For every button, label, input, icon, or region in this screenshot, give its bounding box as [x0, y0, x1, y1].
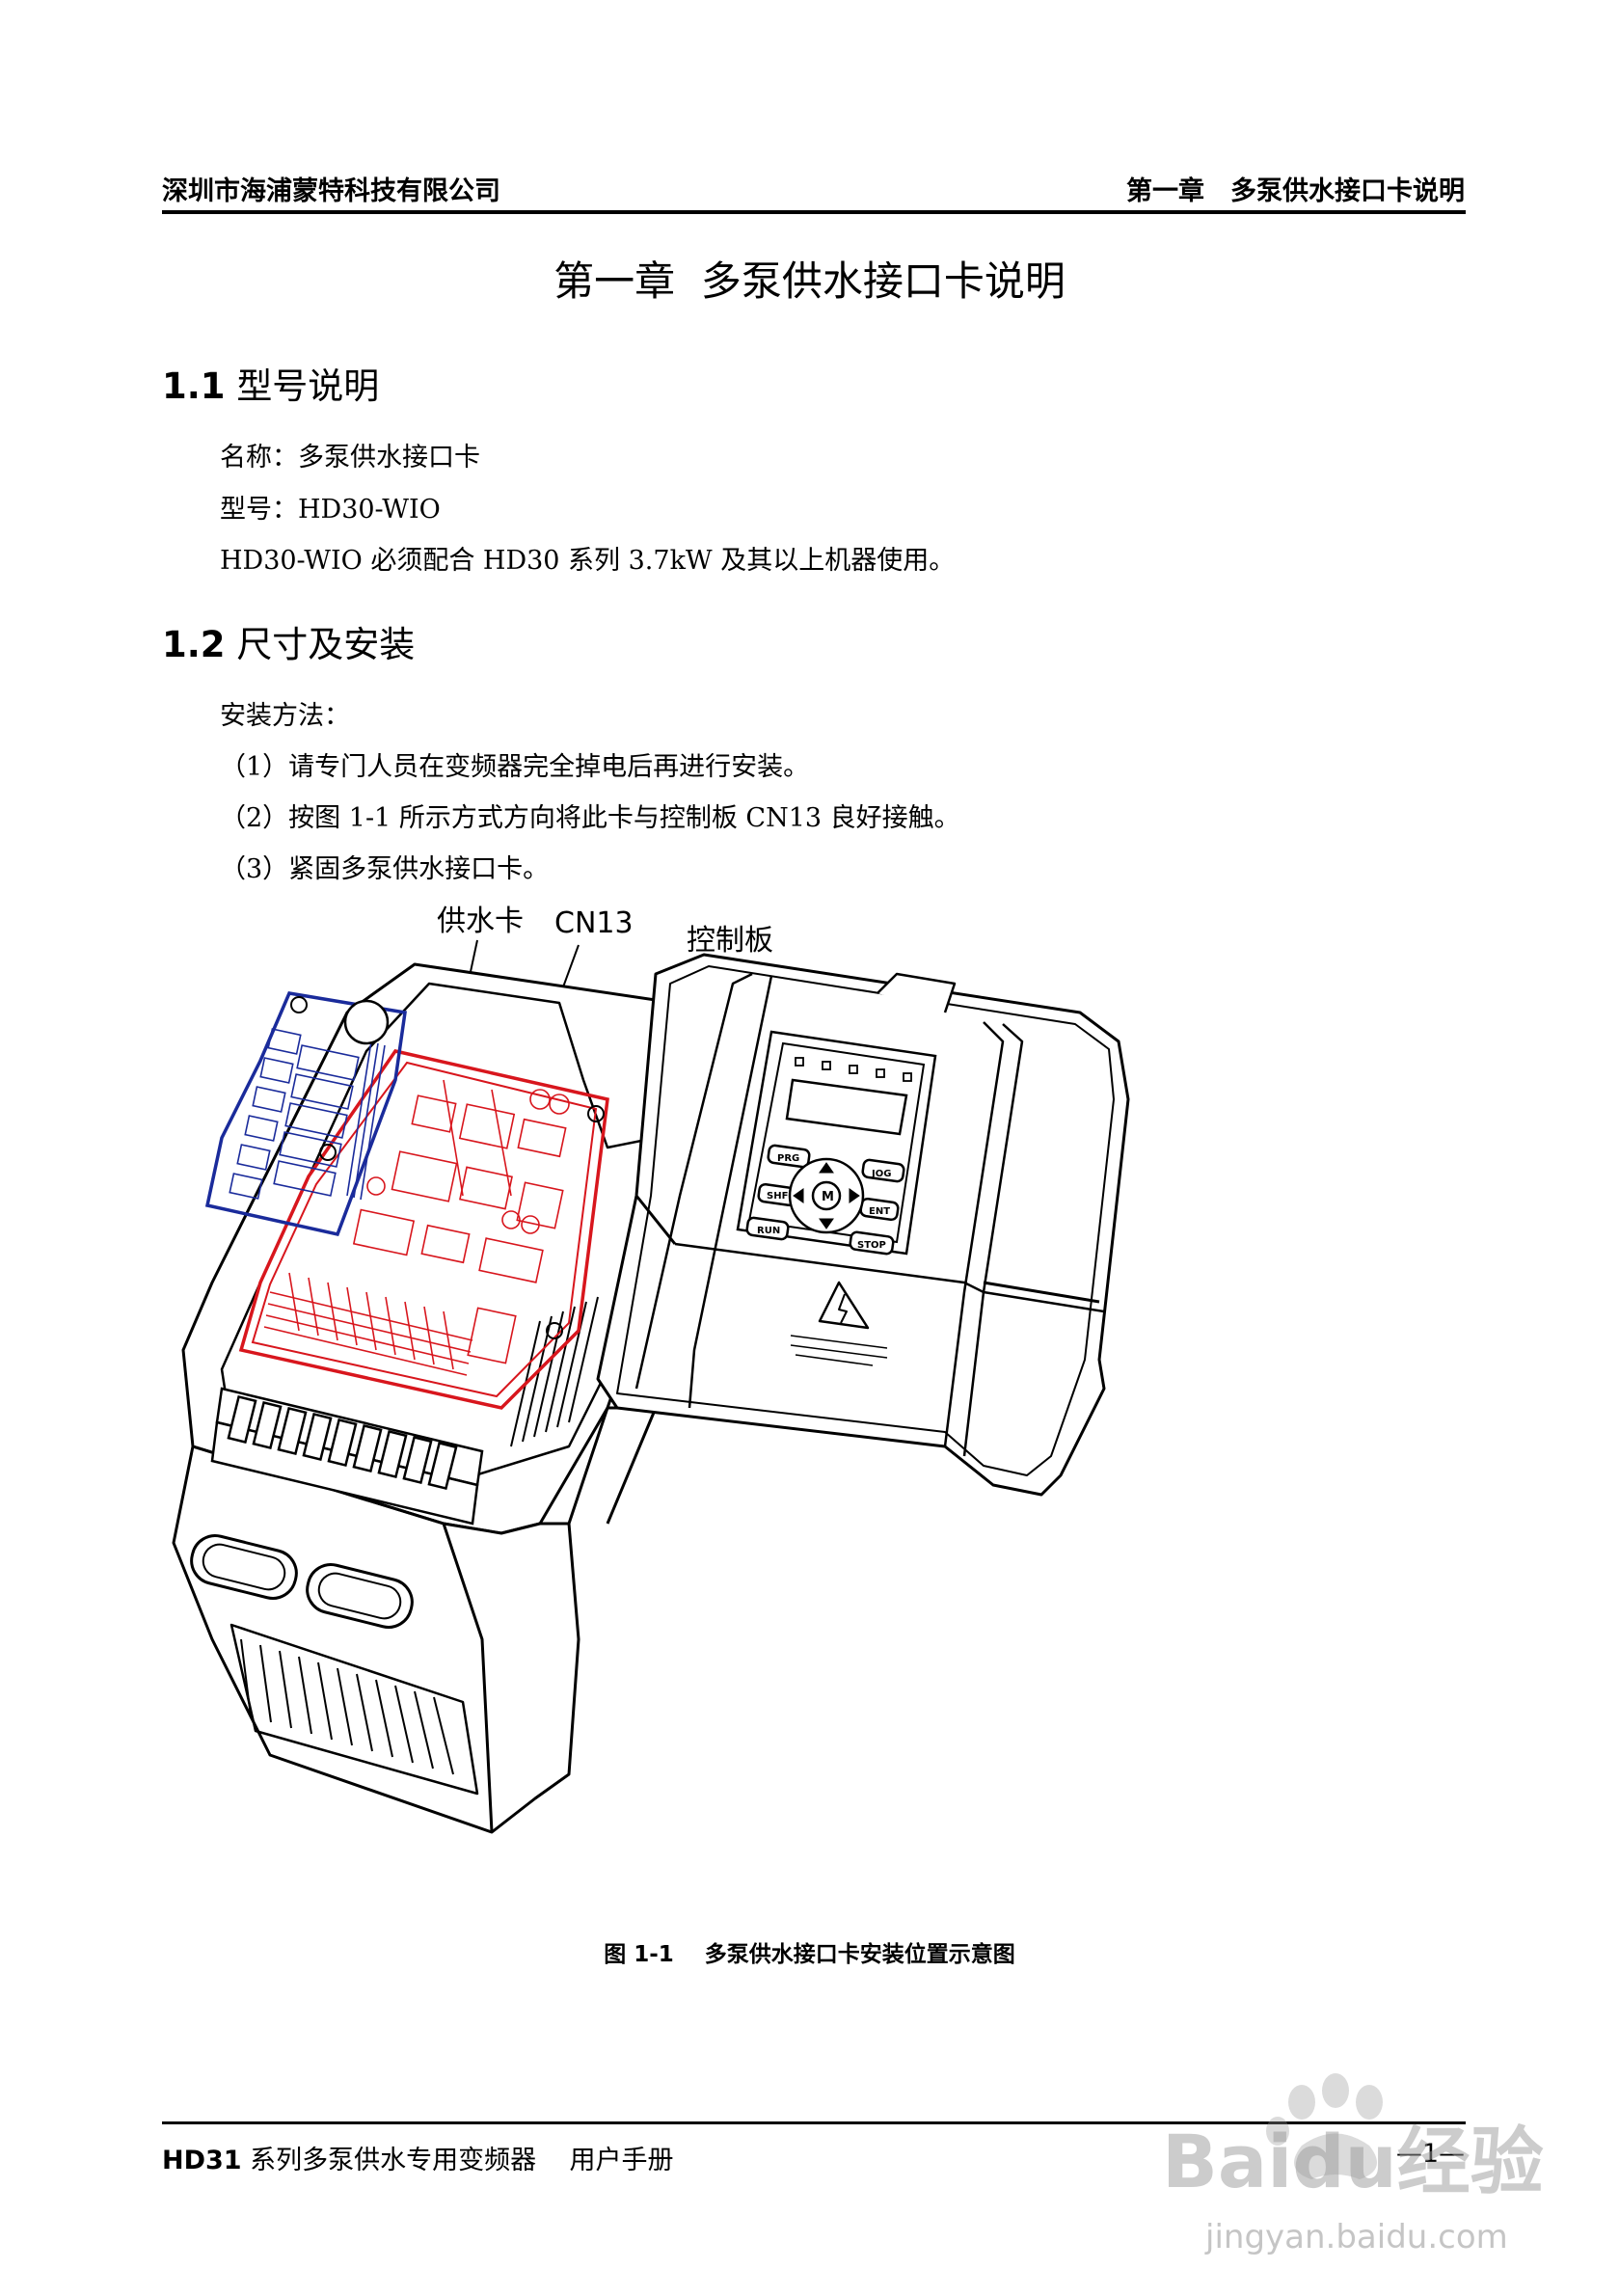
keypad-labels: PRG JOG SHF ENT RUN STOP M — [757, 1153, 891, 1251]
key-shf: SHF — [767, 1191, 788, 1202]
chapter-title: 第一章 多泵供水接口卡说明 — [553, 257, 1066, 305]
section-2-number: 1.2 — [162, 624, 226, 665]
watermark-url: jingyan.baidu.com — [1205, 2218, 1508, 2256]
key-ent: ENT — [869, 1206, 890, 1217]
footer-page-number: —1— — [1395, 2139, 1465, 2169]
section-1-line-usage: HD30-WIO 必须配合 HD30 系列 3.7kW 及其以上机器使用。 — [220, 546, 956, 576]
section-2-line-method: 安装方法： — [220, 701, 350, 731]
header-chapter: 第一章 多泵供水接口卡说明 — [1126, 176, 1465, 206]
section-2-title: 尺寸及安装 — [236, 624, 416, 665]
footer-model: HD31 — [162, 2146, 242, 2175]
section-2-step-2: （2）按图 1-1 所示方式方向将此卡与控制板 CN13 良好接触。 — [220, 803, 960, 833]
footer-text: 系列多泵供水专用变频器 用户手册 — [241, 2146, 674, 2175]
inverter-body — [172, 962, 759, 1834]
section-1-title: 型号说明 — [236, 365, 380, 407]
header-company: 深圳市海浦蒙特科技有限公司 — [162, 176, 500, 206]
section-1-heading: 1.1 型号说明 — [162, 357, 379, 409]
footer-title: HD31 系列多泵供水专用变频器 用户手册 — [162, 2139, 674, 2176]
header-rule — [162, 210, 1466, 214]
label-card: 供水卡 — [437, 905, 524, 938]
power-terminal-block — [210, 1387, 484, 1526]
key-jog: JOG — [871, 1169, 891, 1179]
water-supply-card — [204, 991, 407, 1237]
section-2-step-3: （3）紧固多泵供水接口卡。 — [220, 854, 550, 884]
section-1-line-name: 名称：多泵供水接口卡 — [220, 443, 480, 473]
label-cn13: CN13 — [554, 906, 634, 940]
key-m: M — [822, 1190, 834, 1204]
footer-rule — [162, 2121, 1466, 2124]
watermark-brand: Baidu经验 — [1162, 2119, 1544, 2204]
label-board: 控制板 — [687, 924, 773, 958]
section-1-number: 1.1 — [162, 365, 226, 407]
inverter-illustration: PRG JOG SHF ENT RUN STOP M — [172, 939, 1130, 1834]
key-prg: PRG — [777, 1153, 799, 1164]
section-2-step-1: （1）请专门人员在变频器完全掉电后再进行安装。 — [220, 752, 810, 782]
baidu-paw-icon — [1266, 2073, 1383, 2179]
key-stop: STOP — [857, 1240, 886, 1251]
figure-caption: 图 1-1 多泵供水接口卡安装位置示意图 — [604, 1942, 1015, 1967]
control-board — [238, 1049, 609, 1410]
section-2-heading: 1.2 尺寸及安装 — [162, 615, 415, 667]
key-run: RUN — [757, 1226, 780, 1236]
section-1-line-model: 型号：HD30-WIO — [220, 495, 441, 525]
keypad-panel — [736, 1030, 937, 1256]
